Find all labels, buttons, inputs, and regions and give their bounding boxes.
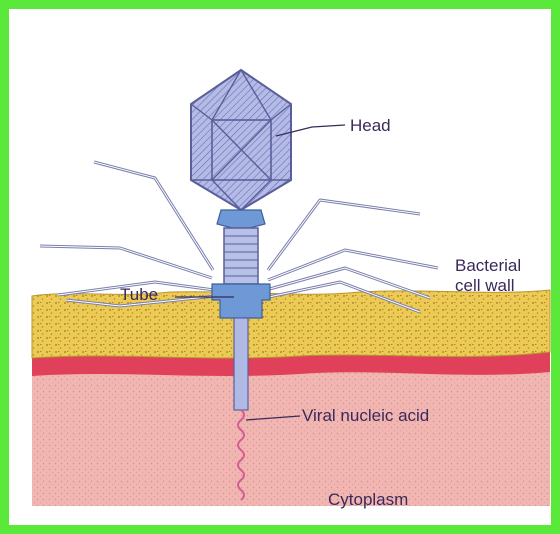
cytoplasm-region [32,366,550,506]
base-plate [212,284,270,318]
phage-head [191,70,291,210]
bacterial-label: Bacterial [455,256,521,276]
cell-wall-label: cell wall [455,276,515,296]
phage-tube [234,318,248,410]
nucleic-acid-label: Viral nucleic acid [302,406,429,426]
cytoplasm-label: Cytoplasm [328,490,408,510]
head-label: Head [350,116,391,136]
tube-label: Tube [120,285,158,305]
tail-sheath [224,228,258,284]
phage-collar [217,210,265,228]
bacterial-cell-wall [32,290,550,358]
